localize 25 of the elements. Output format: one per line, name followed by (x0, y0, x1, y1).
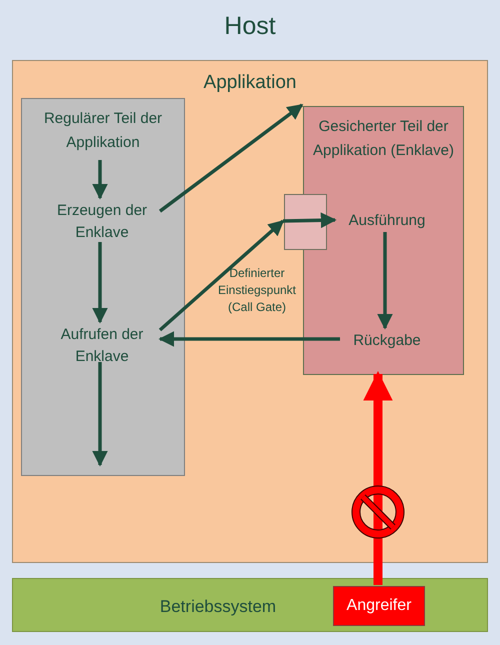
step-label: Ausführung (337, 210, 437, 234)
arrow (158, 331, 340, 347)
arrow (377, 232, 393, 330)
attacker-box (333, 586, 425, 626)
heading: Gesicherter Teil der Applikation (Enklave) (312, 117, 455, 161)
step-label: Aufrufen der Enklave (42, 324, 162, 364)
heading: Angreifer (346, 596, 412, 616)
enclave-panel (303, 106, 464, 375)
step-label: Erzeugen der Enklave (42, 200, 162, 244)
arrow (92, 362, 108, 467)
regular-part-panel (21, 98, 185, 476)
gate-caption: Definierter Einstiegspunkt (Call Gate) (216, 265, 298, 316)
heading: Regulärer Teil der Applikation (42, 109, 164, 153)
arrow (92, 242, 108, 324)
arrow (158, 220, 284, 332)
arrow (282, 212, 337, 228)
arrow (363, 371, 393, 585)
arrow (158, 104, 304, 213)
operating-system-bar (12, 578, 488, 632)
heading: Applikation (202, 71, 298, 95)
heading: Host (223, 11, 277, 42)
arrow (92, 160, 108, 200)
step-label: Rückgabe (342, 330, 432, 352)
application-area (12, 60, 488, 563)
heading: Betriebssystem (158, 596, 278, 618)
